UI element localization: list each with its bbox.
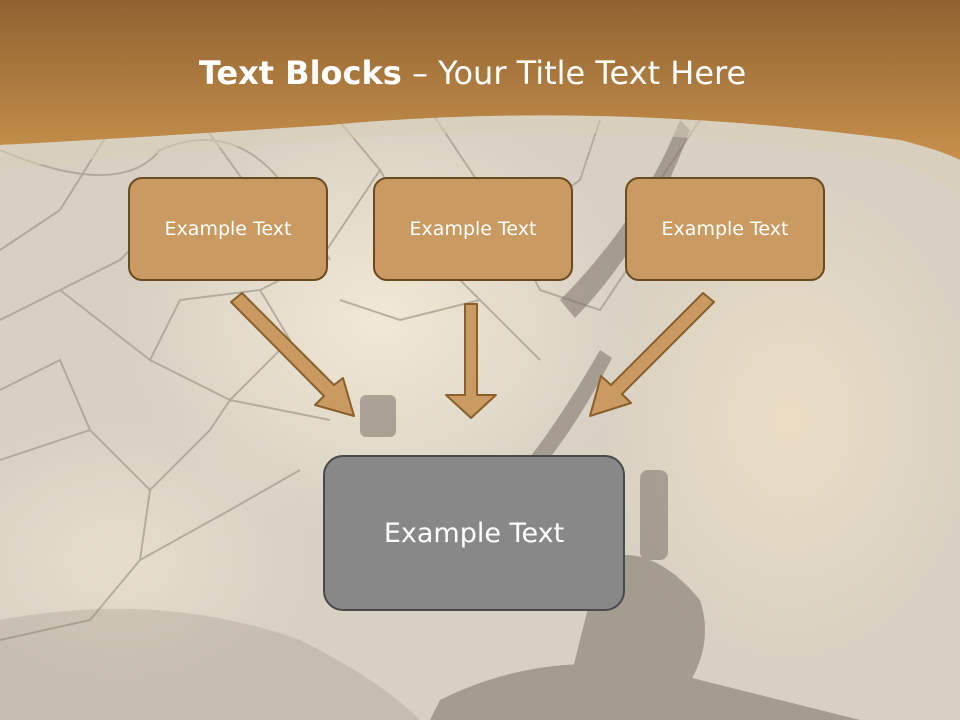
title-dash: – [401,54,439,92]
header-band [0,0,960,160]
text-block-1: Example Text [128,177,328,281]
title-rest: Your Title Text Here [438,54,747,92]
slide-title: Text Blocks – Your Title Text Here [0,54,945,92]
title-bold: Text Blocks [198,54,402,92]
text-block-2: Example Text [373,177,573,281]
text-block-main: Example Text [323,455,625,611]
text-block-3: Example Text [625,177,825,281]
